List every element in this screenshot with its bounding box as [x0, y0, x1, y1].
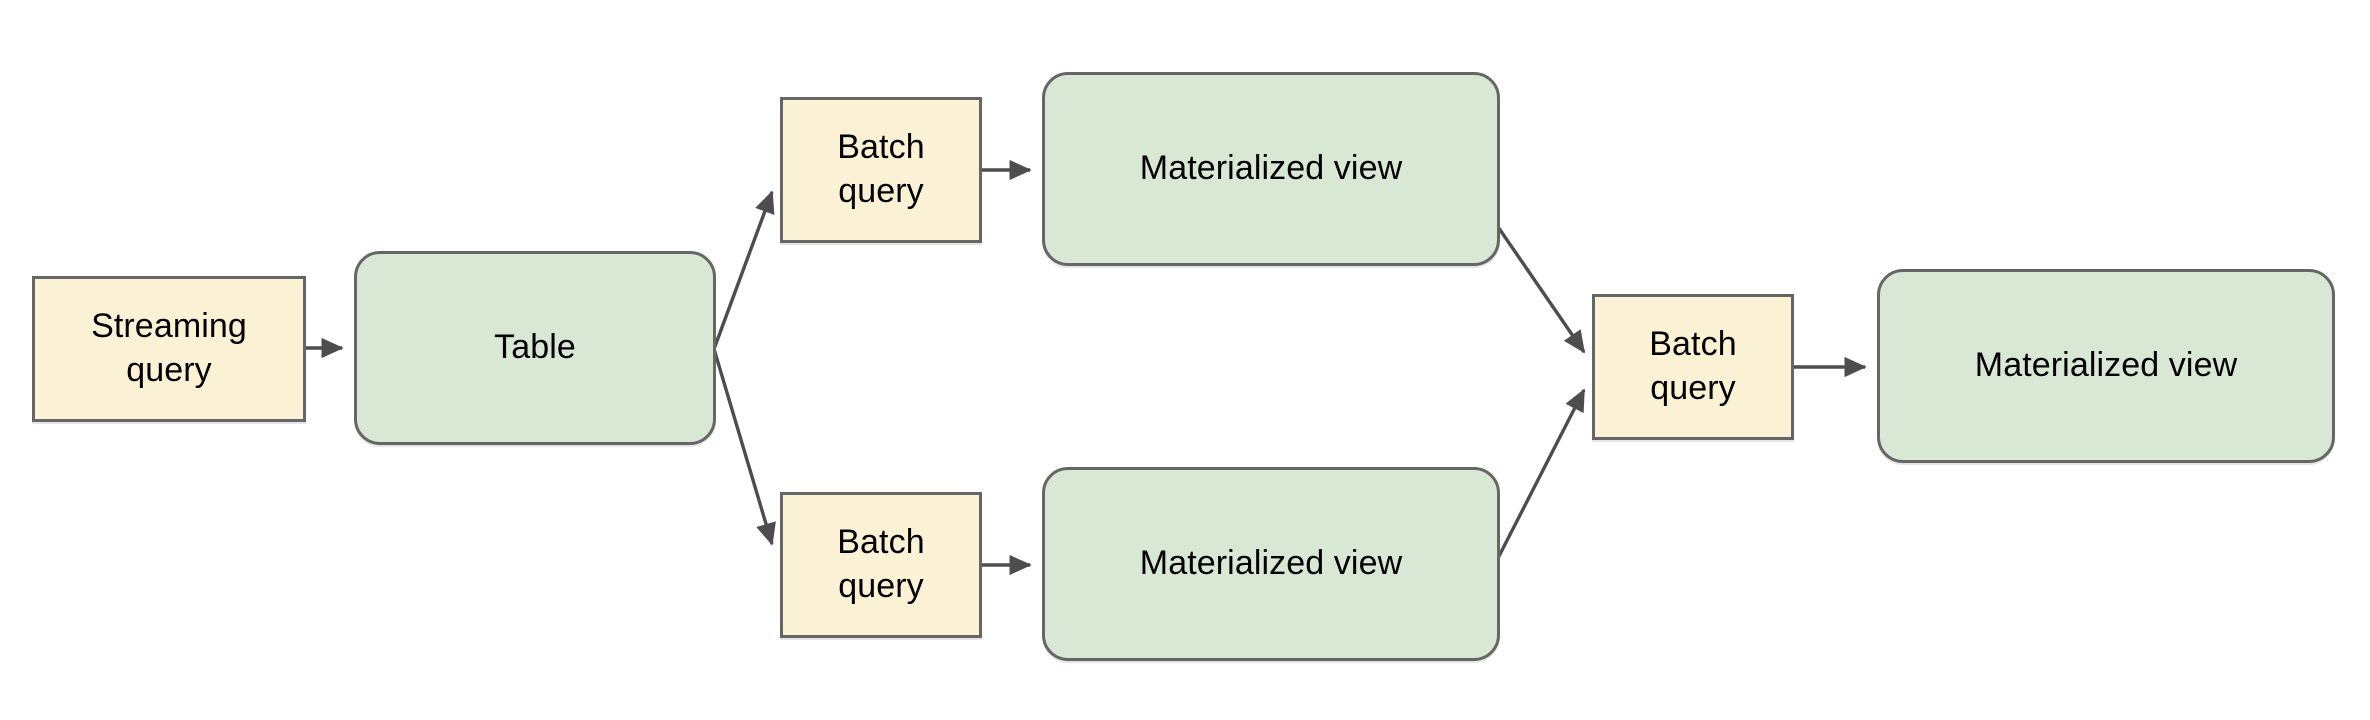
node-streaming-query[interactable]: Streaming query [32, 276, 306, 422]
node-label-streaming-query: Streaming query [91, 307, 247, 389]
node-label-table: Table [494, 328, 576, 367]
node-label-materialized-view-bottom: Materialized view [1139, 544, 1403, 583]
node-label-batch-query-bottom: Batch query [837, 523, 925, 605]
edge-materialized-view-top-to-batch-query-join [1494, 223, 1586, 354]
node-materialized-view-top[interactable]: Materialized view [1042, 72, 1500, 266]
node-label-materialized-view-final: Materialized view [1974, 346, 2238, 385]
node-batch-query-join[interactable]: Batch query [1592, 294, 1794, 440]
edge-materialized-view-bottom-to-batch-query-join [1494, 388, 1586, 563]
node-label-materialized-view-top: Materialized view [1139, 149, 1403, 188]
edge-table-to-batch-query-top [712, 190, 775, 350]
node-label-batch-query-top: Batch query [837, 128, 925, 210]
node-label-batch-query-join: Batch query [1649, 325, 1737, 407]
node-materialized-view-bottom[interactable]: Materialized view [1042, 467, 1500, 661]
node-materialized-view-final[interactable]: Materialized view [1877, 269, 2335, 463]
node-batch-query-top[interactable]: Batch query [780, 97, 982, 243]
node-table[interactable]: Table [354, 251, 716, 445]
edge-table-to-batch-query-bottom [712, 348, 776, 546]
node-batch-query-bottom[interactable]: Batch query [780, 492, 982, 638]
